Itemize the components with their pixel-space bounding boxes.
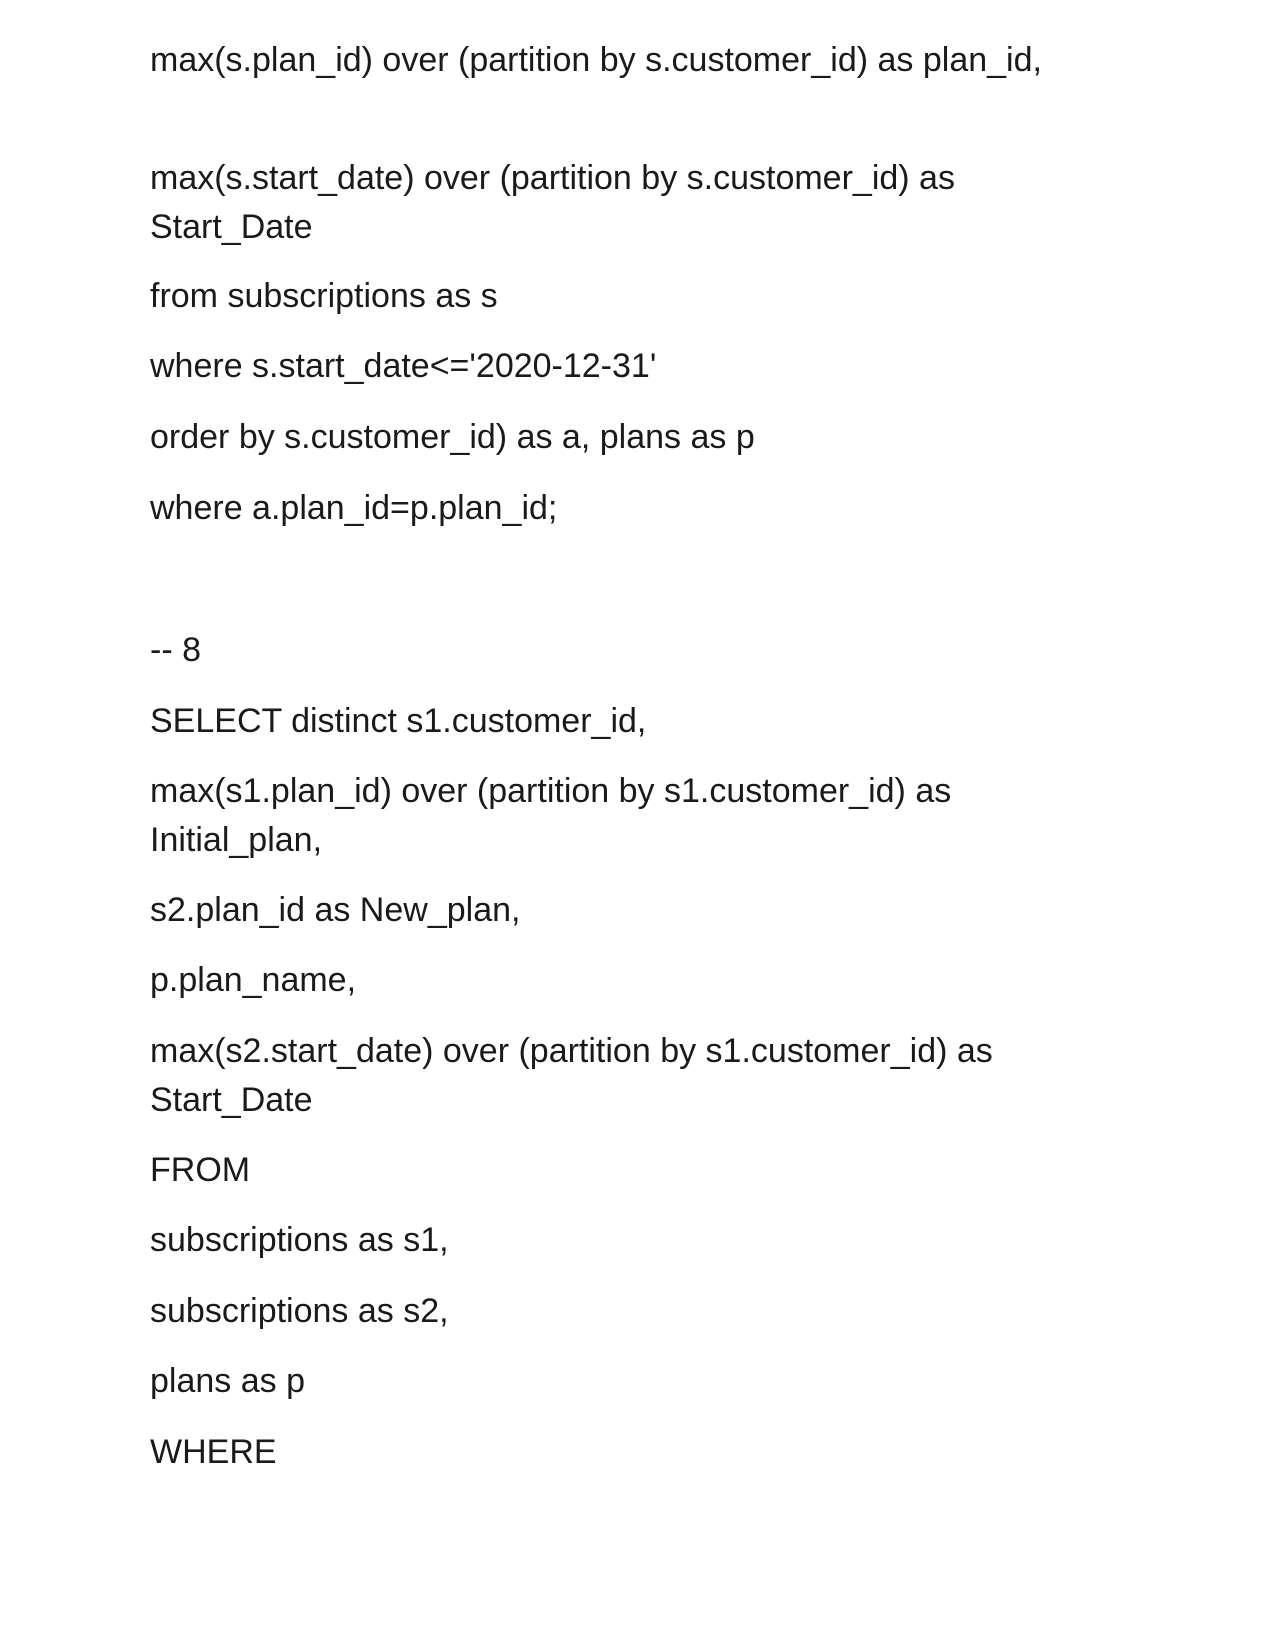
sql-line: max(s.start_date) over (partition by s.c…: [150, 159, 965, 246]
sql-line: max(s1.plan_id) over (partition by s1.cu…: [150, 772, 961, 859]
sql-comment: -- 8: [150, 631, 201, 669]
sql-line: FROM: [150, 1151, 251, 1189]
sql-line: subscriptions as s2,: [150, 1292, 449, 1330]
sql-line: SELECT distinct s1.customer_id,: [150, 702, 647, 740]
sql-line: s2.plan_id as New_plan,: [150, 891, 521, 929]
sql-line: where s.start_date<='2020-12-31': [150, 347, 657, 385]
sql-line: order by s.customer_id) as a, plans as p: [150, 418, 755, 456]
sql-line: p.plan_name,: [150, 961, 357, 999]
sql-line: where a.plan_id=p.plan_id;: [150, 489, 558, 527]
sql-line: max(s2.start_date) over (partition by s1…: [150, 1032, 1003, 1119]
sql-line: plans as p: [150, 1362, 305, 1400]
sql-line: max(s.plan_id) over (partition by s.cust…: [150, 41, 1042, 79]
sql-line: from subscriptions as s: [150, 277, 498, 315]
sql-line: WHERE: [150, 1433, 277, 1471]
sql-line: subscriptions as s1,: [150, 1221, 449, 1259]
